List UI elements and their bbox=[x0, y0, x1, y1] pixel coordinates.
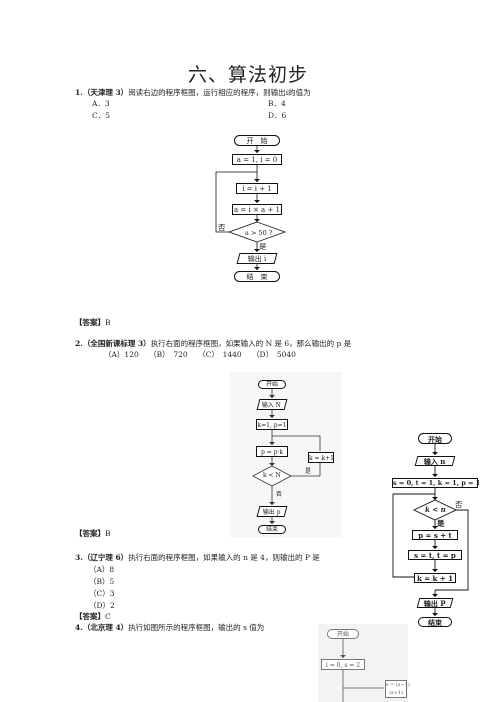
q3-option-c: （C）3 bbox=[89, 589, 115, 598]
q1-answer-label: 【答案】 bbox=[75, 318, 105, 327]
q2-yes-label: 是 bbox=[305, 468, 312, 475]
q2-init-box: k=1, p=1 bbox=[256, 419, 288, 430]
q3-answer: 【答案】C bbox=[75, 612, 111, 622]
q3-answer-value: C bbox=[105, 612, 111, 621]
q2-number: 2. bbox=[75, 339, 83, 348]
q3-increment-box: k = k + 1 bbox=[414, 573, 456, 583]
q4-update-box: s = (s−1) (s+1) bbox=[385, 680, 410, 698]
q2-stem: 执行右面的程序框图，如果输入的 N 是 6，那么输出的 p 是 bbox=[150, 339, 352, 348]
q3-end-terminal: 结束 bbox=[418, 617, 452, 627]
q1-answer: 【答案】B bbox=[75, 318, 111, 328]
q1-option-b: B．4 bbox=[268, 99, 286, 108]
q1-increment-box: i = i + 1 bbox=[236, 183, 278, 194]
q2-end-terminal: 结束 bbox=[258, 525, 286, 534]
q1-option-c: C．5 bbox=[92, 111, 111, 120]
q1-tail: 的值为 bbox=[288, 88, 311, 97]
q3-yes-label: 是 bbox=[437, 519, 445, 528]
q2-start-terminal: 开始 bbox=[258, 380, 286, 389]
q2-answer-value: B bbox=[105, 529, 111, 538]
q3-answer-label: 【答案】 bbox=[75, 612, 105, 621]
q4-init-box: i = 0, s = 2 bbox=[321, 659, 365, 670]
q2-source: （全国新课标理 3） bbox=[82, 339, 151, 348]
q3-stem: 执行右面的程序框图，如果输入的 n 是 4，则输出的 P 是 bbox=[128, 553, 320, 562]
q3-init-box: s = 0, t = 1, k = 1, p = 1 bbox=[392, 478, 481, 488]
q1-option-d: D．6 bbox=[268, 111, 287, 120]
q1-init-box: a = 1, i = 0 bbox=[232, 154, 282, 165]
q1-end-terminal: 结 束 bbox=[234, 271, 280, 282]
q4-number: 4. bbox=[75, 623, 83, 632]
q3-number: 3. bbox=[75, 553, 83, 562]
q1-start-terminal: 开 始 bbox=[234, 135, 280, 146]
q3-decision-diamond bbox=[412, 499, 458, 521]
q3-source: （辽宁理 6） bbox=[82, 553, 129, 562]
question-3: 3.（辽宁理 6）执行右面的程序框图，如果输入的 n 是 4，则输出的 P 是 bbox=[75, 553, 320, 563]
question-4: 4.（北京理 4）执行如图所示的程序框图，输出的 s 值为 bbox=[75, 623, 264, 633]
q2-option-c: （C） 1440 bbox=[198, 350, 242, 359]
page-title: 六、算法初步 bbox=[187, 64, 308, 86]
q3-option-b: （B）5 bbox=[89, 577, 115, 586]
q1-answer-value: B bbox=[105, 318, 111, 327]
q3-option-a: （A）8 bbox=[89, 565, 115, 574]
q3-condition-label: k < n bbox=[425, 505, 446, 514]
q1-condition-label: a > 50 ? bbox=[245, 229, 273, 237]
q3-p-box: p = s + t bbox=[412, 530, 458, 540]
question-1: 1.（天津理 3）阅读右边的程序框图，运行相应的程序，则输出i的值为 bbox=[75, 88, 311, 98]
q2-option-b: （B） 720 bbox=[149, 350, 188, 359]
q2-option-a: （A）120 bbox=[104, 350, 139, 359]
q1-number: 1. bbox=[75, 88, 83, 97]
q4-update-denominator: (s+1) bbox=[389, 690, 403, 696]
q1-update-box: a = i × a + 1 bbox=[232, 204, 282, 215]
q4-start-terminal: 开始 bbox=[327, 629, 359, 639]
q1-decision-diamond bbox=[227, 221, 287, 243]
q2-increment-box: k = k+1 bbox=[308, 452, 334, 463]
q2-no-label: 否 bbox=[276, 491, 283, 498]
q3-start-terminal: 开始 bbox=[418, 433, 452, 444]
q3-option-d: （D）2 bbox=[89, 601, 115, 610]
q2-multiply-box: p = p·k bbox=[256, 446, 288, 457]
q1-yes-label: 是 bbox=[259, 242, 267, 251]
q1-stem: 阅读右边的程序框图，运行相应的程序，则输出 bbox=[128, 88, 286, 97]
q4-source: （北京理 4） bbox=[82, 623, 129, 632]
q1-option-a: A．3 bbox=[92, 99, 110, 108]
q2-condition-label: k < N bbox=[263, 472, 281, 479]
q3-no-label: 否 bbox=[455, 500, 463, 509]
q1-var: i bbox=[285, 88, 289, 97]
q4-stem: 执行如图所示的程序框图，输出的 s 值为 bbox=[128, 623, 265, 632]
q2-options: （A）120 （B） 720 （C） 1440 （D） 5040 bbox=[104, 350, 296, 360]
q4-update-numerator: s = (s−1) bbox=[386, 682, 410, 688]
question-2: 2.（全国新课标理 3）执行右面的程序框图，如果输入的 N 是 6，那么输出的 … bbox=[75, 339, 351, 349]
q2-decision-diamond bbox=[252, 465, 292, 487]
q3-st-box: s = t, t = p bbox=[408, 550, 462, 560]
q1-source: （天津理 3） bbox=[82, 88, 129, 97]
q2-answer: 【答案】B bbox=[75, 529, 111, 539]
q1-no-label: 否 bbox=[218, 223, 226, 232]
q2-option-d: （D） 5040 bbox=[252, 350, 296, 359]
q2-answer-label: 【答案】 bbox=[75, 529, 105, 538]
